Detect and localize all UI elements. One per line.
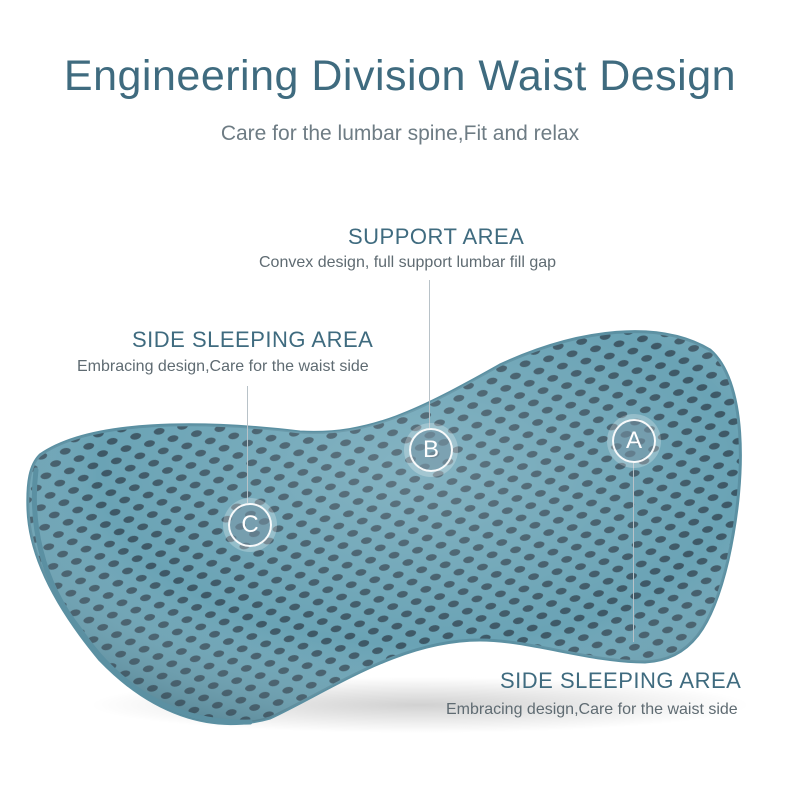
side-sleeping-area-left-title: SIDE SLEEPING AREA (132, 327, 374, 352)
marker-c: C (228, 503, 272, 547)
leader-line-support (429, 280, 430, 428)
pillow-seam (31, 467, 253, 725)
side-sleeping-area-right-title: SIDE SLEEPING AREA (500, 668, 742, 693)
side-sleeping-area-right-description: Embracing design,Care for the waist side (446, 701, 738, 718)
leader-line-side-left (247, 386, 248, 503)
page-subtitle: Care for the lumbar spine,Fit and relax (220, 122, 580, 145)
side-sleeping-area-left-description: Embracing design,Care for the waist side (77, 358, 369, 375)
marker-a: A (612, 419, 656, 463)
marker-b: B (409, 428, 453, 472)
page-title: Engineering Division Waist Design (63, 52, 737, 100)
support-area-description: Convex design, full support lumbar fill … (259, 254, 557, 271)
leader-line-side-right (633, 462, 634, 642)
pillow-shading (27, 331, 741, 724)
support-area-title: SUPPORT AREA (348, 224, 525, 249)
